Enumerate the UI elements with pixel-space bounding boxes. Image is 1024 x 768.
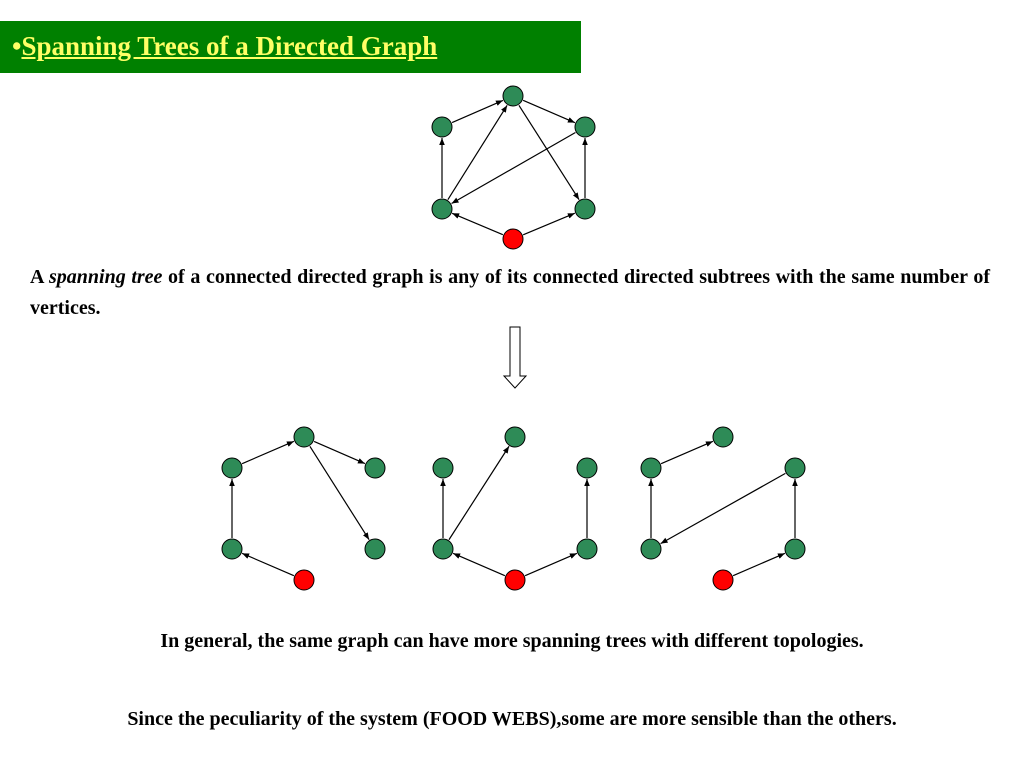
title-bullet: • — [12, 31, 22, 61]
vertex-lower-right — [576, 538, 598, 560]
vertex-upper-left — [640, 457, 662, 479]
spanning-tree-2 — [432, 426, 598, 591]
edge-root-to-lower-left — [452, 552, 506, 577]
edge-root-to-lower-right — [524, 552, 578, 577]
vertex-top — [504, 426, 526, 448]
edge-lower-left-to-top — [448, 445, 510, 541]
edge-top-to-upper-right — [313, 440, 366, 465]
edge-root-to-lower-right — [522, 212, 576, 236]
edge-top-to-lower-right — [309, 445, 370, 541]
vertex-top — [502, 85, 524, 107]
general-note: In general, the same graph can have more… — [160, 630, 864, 652]
vertex-top — [712, 426, 734, 448]
vertex-upper-right — [784, 457, 806, 479]
vertex-upper-right — [576, 457, 598, 479]
spanning-tree-definition: A spanning tree of a connected directed … — [30, 262, 990, 324]
slide-title: •Spanning Trees of a Directed Graph — [12, 31, 437, 62]
spanning-tree-1 — [221, 426, 386, 591]
vertex-lower-right — [364, 538, 386, 560]
vertex-lower-right — [784, 538, 806, 560]
vertex-upper-right — [364, 457, 386, 479]
directed-graph — [431, 85, 596, 250]
title-link[interactable]: Spanning Trees of a Directed Graph — [21, 31, 438, 61]
edge-top-to-upper-right — [522, 99, 576, 124]
definition-suffix: of a connected directed graph is any of … — [30, 266, 990, 319]
edge-top-to-lower-right — [518, 104, 580, 201]
vertex-upper-left — [431, 116, 453, 138]
vertex-lower-left — [431, 198, 453, 220]
edge-root-to-lower-left — [241, 552, 295, 577]
root-vertex — [504, 569, 526, 591]
spanning-tree-3 — [640, 426, 806, 591]
edge-upper-right-to-lower-left — [660, 472, 786, 545]
title-bar: •Spanning Trees of a Directed Graph — [0, 21, 581, 73]
edge-upper-left-to-top — [660, 440, 714, 465]
edge-root-to-lower-left — [451, 212, 504, 236]
definition-prefix: A — [30, 266, 49, 288]
definition-term: spanning tree — [48, 266, 163, 288]
edge-lower-left-to-top — [447, 104, 508, 201]
vertex-upper-left — [221, 457, 243, 479]
down-arrow-icon — [502, 326, 528, 389]
vertex-top — [293, 426, 315, 448]
vertex-upper-left — [432, 457, 454, 479]
vertex-lower-left — [640, 538, 662, 560]
vertex-lower-left — [221, 538, 243, 560]
root-vertex — [502, 228, 524, 250]
edge-upper-right-to-lower-left — [451, 131, 576, 205]
root-vertex — [712, 569, 734, 591]
edge-upper-left-to-top — [241, 440, 295, 465]
vertex-lower-left — [432, 538, 454, 560]
vertex-lower-right — [574, 198, 596, 220]
edge-upper-left-to-top — [451, 99, 504, 124]
edge-root-to-lower-right — [732, 552, 786, 577]
vertex-upper-right — [574, 116, 596, 138]
food-webs-note: Since the peculiarity of the system (FOO… — [127, 708, 897, 730]
root-vertex — [293, 569, 315, 591]
